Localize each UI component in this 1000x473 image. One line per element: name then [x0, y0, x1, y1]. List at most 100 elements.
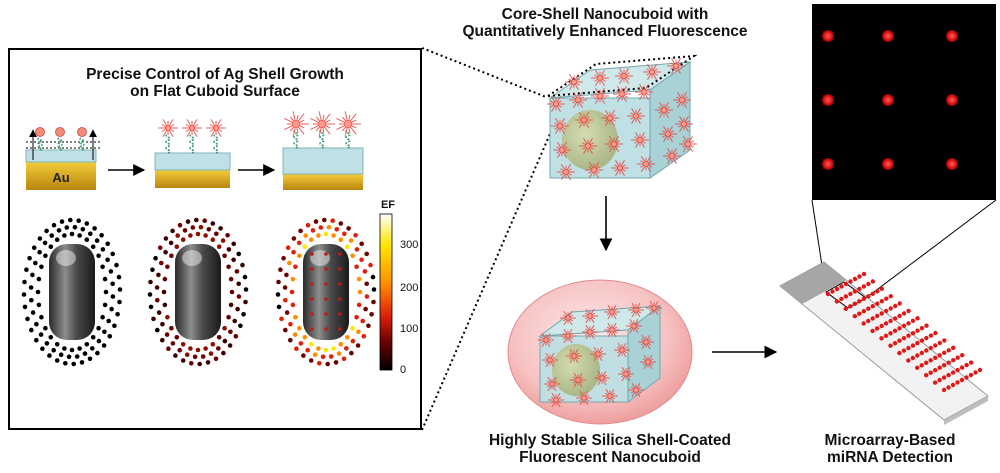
array-spot: [950, 370, 956, 375]
array-spot: [843, 294, 849, 299]
fluorophore-core: [661, 107, 667, 113]
field-dot: [100, 314, 105, 320]
slide-spots: [825, 271, 983, 393]
field-dot: [308, 342, 314, 347]
array-spot: [861, 321, 866, 326]
array-spot: [964, 375, 969, 380]
field-dot: [291, 236, 297, 241]
field-dot: [348, 238, 354, 243]
field-dot: [43, 253, 48, 259]
fluorophore-core: [669, 153, 675, 159]
field-dot: [156, 272, 161, 278]
fluorophore-star: [590, 346, 606, 362]
array-spot: [906, 308, 911, 314]
field-dot: [150, 267, 155, 273]
array-spot: [848, 291, 853, 297]
array-spot: [924, 335, 929, 341]
array-spot: [928, 333, 934, 338]
field-dot: [236, 281, 241, 287]
field-dot: [228, 302, 234, 308]
field-dot: [165, 264, 170, 270]
field-dot: [192, 354, 198, 360]
fluorescence-spot: [822, 158, 834, 170]
fluorophore-core: [575, 97, 581, 103]
field-dot: [341, 356, 347, 362]
array-spot: [942, 350, 947, 355]
field-dot: [182, 228, 188, 233]
field-dot: [51, 347, 56, 353]
fluorophore-star: [604, 304, 620, 320]
field-dot: [48, 335, 54, 340]
field-dot: [210, 221, 216, 226]
fluorophore-core: [559, 147, 565, 153]
field-dot: [310, 228, 316, 233]
array-spot: [933, 368, 938, 373]
fluorophore-star: [548, 392, 564, 408]
field-dot: [109, 306, 114, 312]
core-shell-title-line2: Quantitatively Enhanced Fluorescence: [462, 23, 748, 41]
array-spot: [875, 289, 880, 294]
array-spot: [888, 343, 893, 348]
array-spot: [893, 303, 898, 309]
field-dot: [37, 236, 43, 241]
array-spot: [825, 291, 831, 297]
array-spot: [973, 370, 978, 375]
field-dot: [58, 352, 64, 358]
fluorophore-core: [619, 91, 625, 97]
array-spot: [848, 279, 853, 284]
array-spot: [942, 338, 947, 343]
fluorophore-star: [618, 366, 634, 382]
array-spot: [941, 387, 947, 393]
field-dot: [62, 346, 67, 351]
array-spot: [879, 336, 884, 341]
array-spot: [852, 289, 858, 294]
field-dot: [210, 237, 216, 242]
fluorophore-star: [628, 302, 644, 318]
surface-dot: [324, 312, 328, 316]
array-spot: [839, 284, 844, 289]
field-dot: [326, 224, 332, 230]
field-dot: [368, 262, 373, 268]
panel-title-line2: on Flat Cuboid Surface: [130, 83, 300, 101]
array-spot: [937, 340, 942, 346]
field-dot: [283, 327, 288, 333]
array-spot: [888, 306, 893, 311]
field-dot: [29, 327, 34, 333]
field-dot: [22, 304, 28, 310]
fluorophore-core: [587, 329, 593, 335]
fluorophore-core: [681, 121, 687, 127]
array-spot: [870, 328, 875, 334]
array-spot: [919, 350, 924, 356]
array-spot: [946, 372, 951, 378]
fluorophores: [538, 300, 662, 408]
zoom-box: [544, 54, 698, 98]
field-dot: [303, 233, 309, 238]
field-dot: [241, 312, 246, 317]
fluorophore-star: [582, 308, 598, 324]
array-spot: [941, 375, 947, 380]
fluorophore-core: [643, 339, 649, 345]
fluorophore-core: [633, 387, 639, 393]
field-dot: [102, 276, 108, 282]
array-spot: [901, 336, 907, 341]
surface-dot: [310, 327, 314, 331]
array-spot: [906, 321, 911, 326]
fluorophore: [35, 127, 45, 137]
array-spot: [946, 348, 951, 353]
gold-substrate: [26, 162, 96, 190]
growth-step-1: Au: [25, 129, 100, 190]
field-dot: [180, 342, 186, 347]
field-dot: [72, 224, 78, 230]
fluorophore-core: [571, 353, 577, 359]
fluorophore-core: [649, 69, 655, 75]
fluorophore-star: [576, 390, 592, 406]
panel-title-line1: Precise Control of Ag Shell Growth: [86, 66, 344, 83]
field-dot: [344, 244, 350, 249]
growth-step-2: [154, 152, 231, 188]
field-dot: [44, 341, 50, 346]
field-dot: [226, 264, 231, 270]
field-dot: [213, 356, 219, 362]
field-dot: [44, 228, 49, 234]
field-dot: [330, 218, 336, 223]
field-dot: [82, 351, 88, 356]
